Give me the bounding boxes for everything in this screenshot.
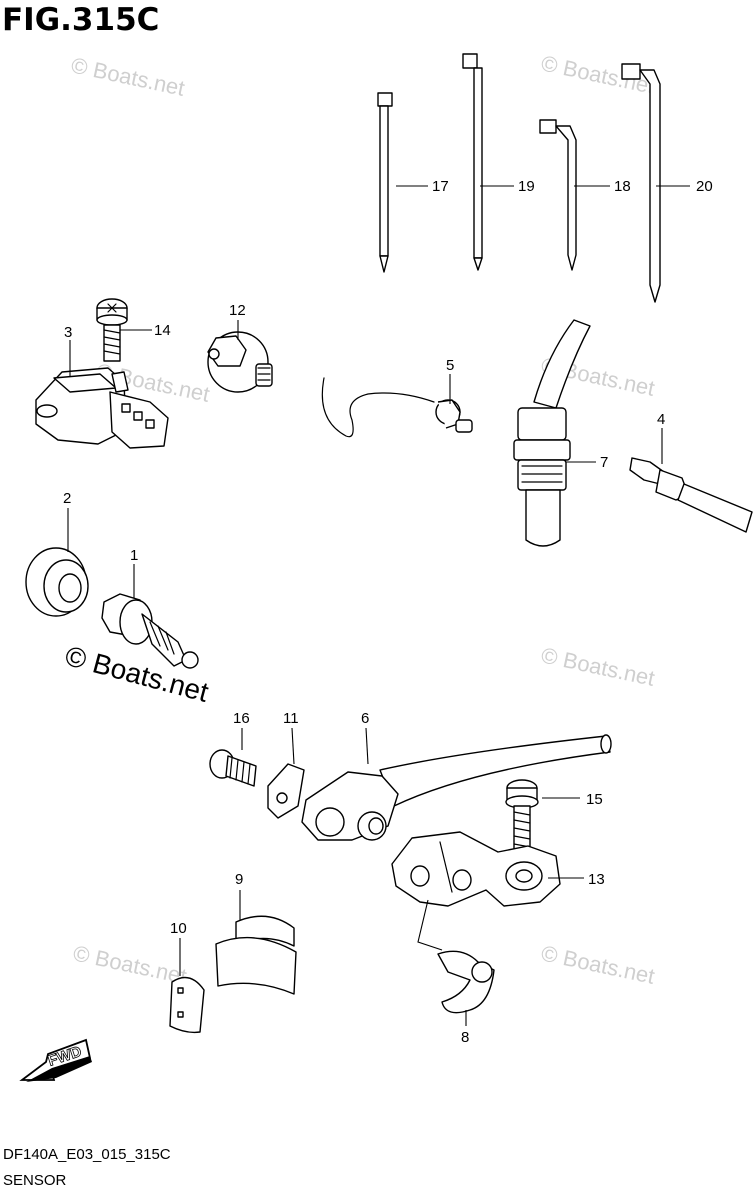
callout-7: 7 [600,454,608,471]
part-2-grommet[interactable] [25,547,89,617]
callout-16: 16 [233,710,250,727]
callout-11: 11 [283,710,299,727]
callout-14: 14 [154,322,171,339]
part-19-cable-tie[interactable] [462,53,483,271]
callout-12: 12 [229,302,246,319]
part-18-cable-tie[interactable] [539,119,577,271]
part-5-knock-sensor[interactable] [321,377,473,438]
callout-2: 2 [63,490,71,507]
part-4-temperature-sensor[interactable] [629,457,753,533]
callout-20: 20 [696,178,713,195]
callout-17: 17 [432,178,449,195]
part-14-bolt[interactable] [96,298,128,362]
part-17-cable-tie[interactable] [377,92,393,273]
part-13-bracket[interactable] [391,831,561,907]
callout-8: 8 [461,1029,469,1046]
part-9-clip[interactable] [215,915,297,995]
callout-18: 18 [614,178,631,195]
watermark-bottom-right: © Boats.net [539,940,657,988]
part-10-clip[interactable] [169,976,205,1034]
callout-13: 13 [588,871,605,888]
callout-10: 10 [170,920,187,937]
part-7-oxygen-sensor[interactable] [513,319,591,547]
part-6-crank-position-sensor[interactable] [301,734,612,841]
callout-1: 1 [130,547,138,564]
callout-19: 19 [518,178,535,195]
callout-6: 6 [361,710,369,727]
callout-15: 15 [586,791,603,808]
diagram-code: DF140A_E03_015_315C [3,1146,171,1163]
part-15-bolt[interactable] [505,779,539,851]
watermark-lower-right: © Boats.net [539,642,657,690]
diagram-caption: SENSOR [3,1172,67,1189]
part-8-clamp[interactable] [437,950,495,1014]
part-12-oil-pressure-switch[interactable] [207,331,273,393]
callout-4: 4 [657,411,665,428]
part-11-plate[interactable] [267,763,305,819]
callout-5: 5 [446,357,454,374]
figure-title: FIG.315C [2,2,160,38]
callout-9: 9 [235,871,243,888]
watermark-top-left: © Boats.net [69,52,187,100]
part-3-map-sensor[interactable] [35,367,169,449]
part-1-water-temp-sensor[interactable] [101,593,199,669]
callout-numbers: 17 19 18 20 14 12 3 5 7 4 2 1 16 11 6 15… [63,178,713,1046]
leader-lines [67,185,690,1026]
callout-3: 3 [64,324,72,341]
part-16-screw[interactable] [209,749,257,787]
watermark-bottom-left: © Boats.net [71,940,189,988]
fwd-arrow: FWD [19,1038,92,1082]
part-20-cable-tie[interactable] [621,63,661,303]
